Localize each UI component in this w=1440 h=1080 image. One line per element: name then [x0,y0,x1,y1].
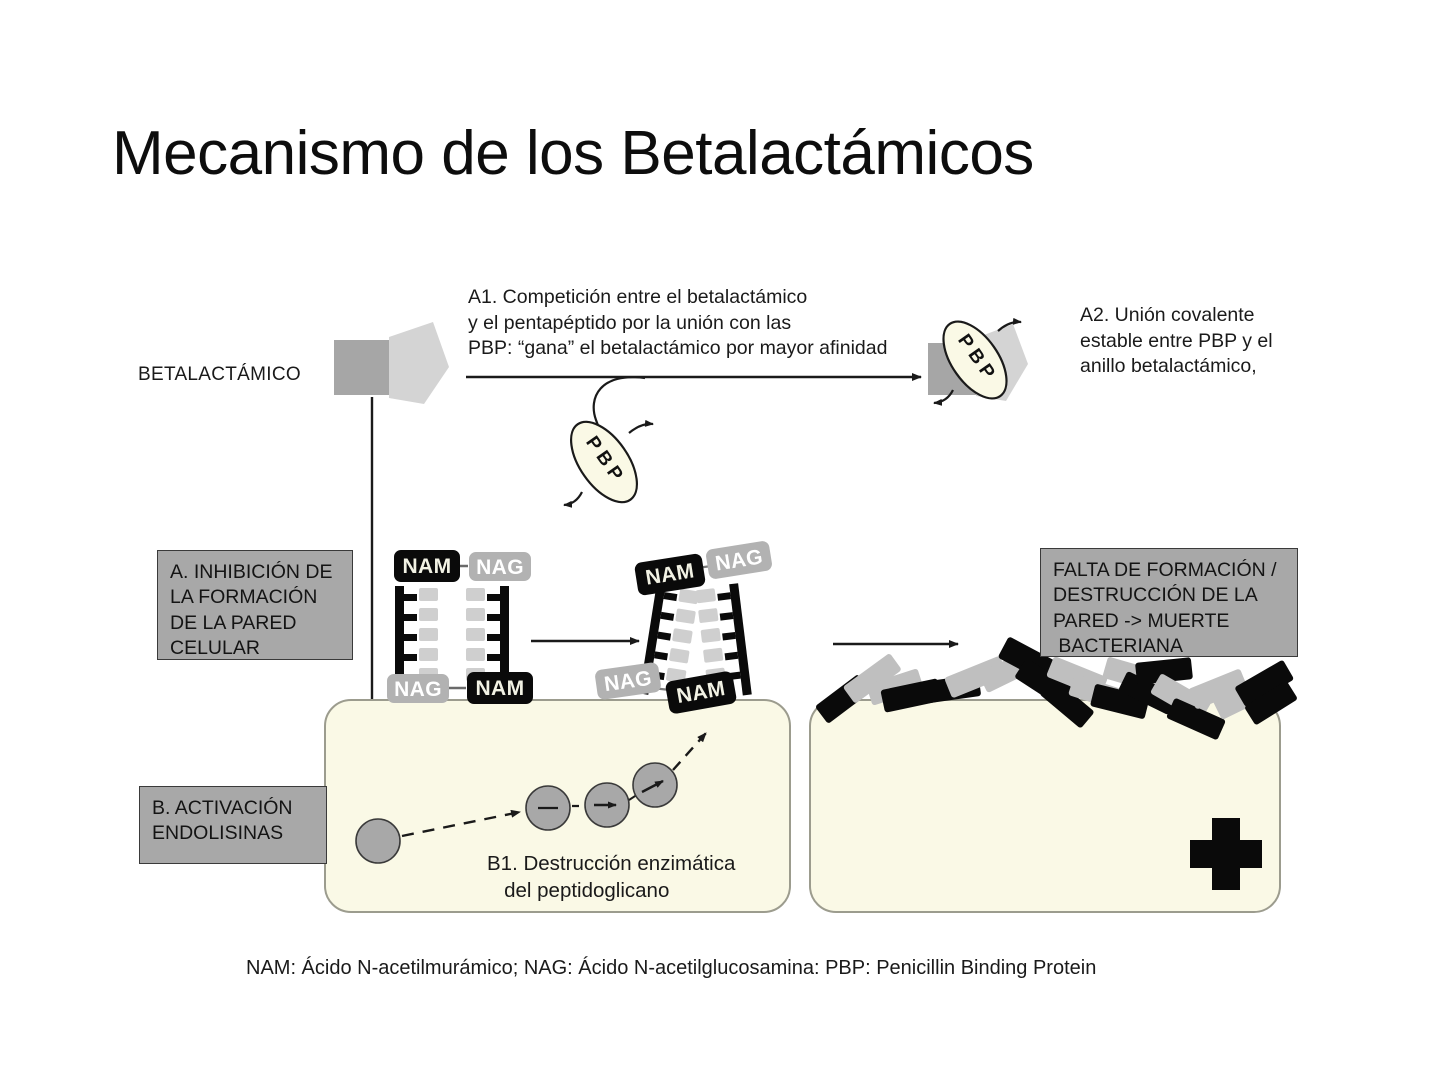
pbp-bound [933,317,1022,406]
box-activacion-endolisinas: B. ACTIVACIÓN ENDOLISINAS [139,786,327,864]
endolysin-circle-1 [355,818,401,864]
death-cross-icon [1190,818,1262,890]
pbp-free [563,419,654,508]
box-falta-formacion: FALTA DE FORMACIÓN / DESTRUCCIÓN DE LA P… [1040,548,1298,657]
betalactamico-symbol-left [334,322,449,404]
nam-tag-top-left: NAM [394,550,460,582]
box-inhibicion-pared: A. INHIBICIÓN DE LA FORMACIÓN DE LA PARE… [157,550,353,660]
figure-footnote: NAM: Ácido N-acetilmurámico; NAG: Ácido … [246,957,1097,979]
endolysin-sequence [355,732,707,864]
page-title: Mecanismo de los Betalactámicos [112,119,1034,188]
nag-tag-bottom-left: NAG [387,674,449,703]
annotation-b1: B1. Destrucción enzimática del peptidogl… [487,852,736,902]
nam-tag-bottom-left: NAM [467,672,533,704]
annotation-a1: A1. Competición entre el betalactámico y… [468,286,888,360]
cell-panel-right [809,699,1281,913]
annotation-a2: A2. Unión covalente estable entre PBP y … [1080,304,1273,378]
nag-tag-top-left: NAG [469,552,531,581]
betalactamico-label: BETALACTÁMICO [138,364,301,385]
destroyed-wall-fragments [816,637,1297,740]
